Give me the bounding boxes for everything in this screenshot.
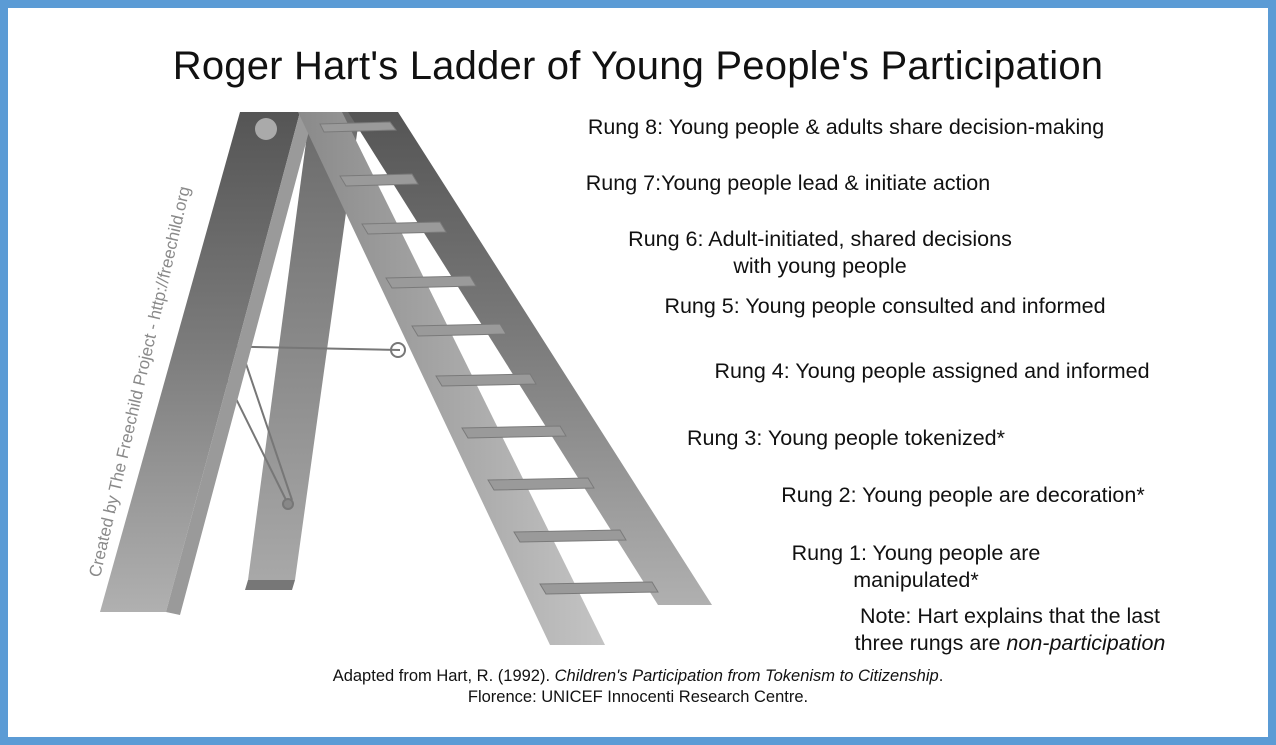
note-text: Note: Hart explains that the last three …: [854, 604, 1166, 655]
rung-1-label: Rung 1: Young people are manipulated*: [791, 541, 1041, 592]
rung-7-label: Rung 7:Young people lead & initiate acti…: [585, 171, 991, 195]
rung-5-label: Rung 5: Young people consulted and infor…: [664, 294, 1106, 318]
ladder-left-rail: [100, 112, 300, 612]
ladder-top-bolt: [255, 118, 277, 140]
rung-6-label: Rung 6: Adult-initiated, shared decision…: [628, 227, 1012, 278]
ladder-illustration: Created by The Freechild Project - http:…: [85, 112, 712, 645]
rung-3-label: Rung 3: Young people tokenized*: [687, 426, 1005, 450]
ladder-rungs: [319, 121, 659, 595]
diagram-title: Roger Hart's Ladder of Young People's Pa…: [172, 44, 1104, 88]
ladder-left-rail-side: [166, 112, 312, 615]
rung-8-label: Rung 8: Young people & adults share deci…: [587, 115, 1105, 139]
ladder-back-leg: [248, 112, 360, 580]
ladder-outer-rail: [348, 112, 712, 605]
rung-2-label: Rung 2: Young people are decoration*: [781, 483, 1145, 507]
citation: Adapted from Hart, R. (1992). Children's…: [332, 667, 944, 706]
rung-4-label: Rung 4: Young people assigned and inform…: [714, 359, 1150, 383]
ladder-back-leg-side: [245, 580, 295, 590]
